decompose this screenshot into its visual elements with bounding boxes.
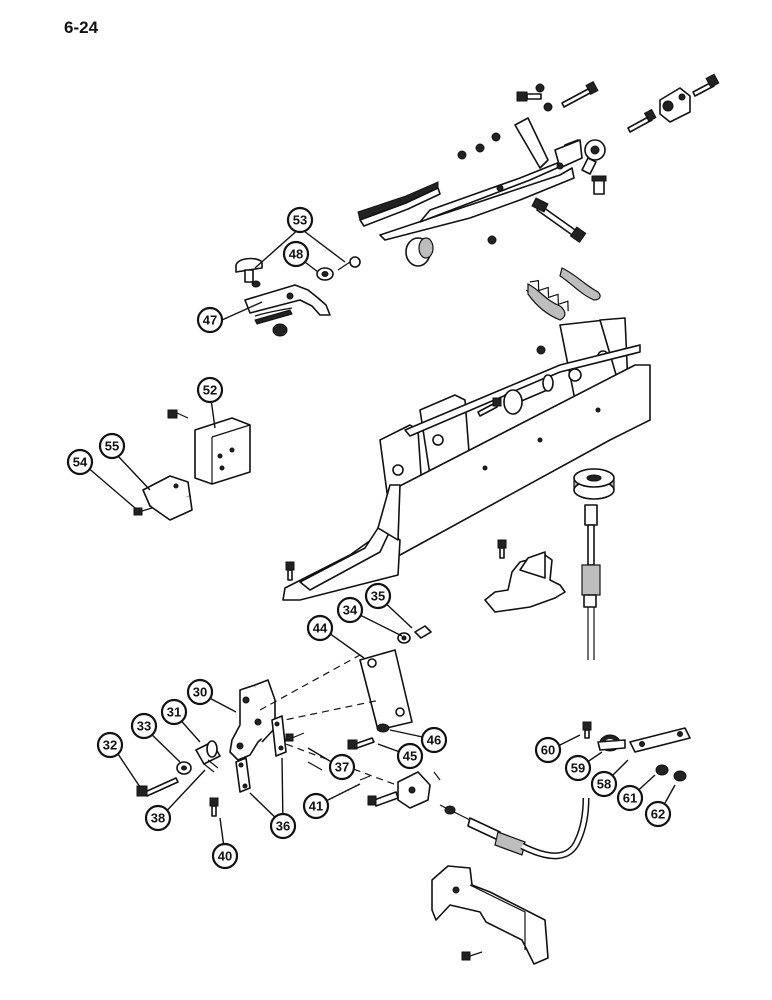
callout-label: 59 (571, 761, 585, 776)
cotter-38 (203, 763, 215, 773)
top-nut-2 (543, 102, 553, 112)
callout-47: 47 (196, 306, 224, 334)
washer-33 (176, 761, 192, 775)
callout-32: 32 (96, 731, 124, 759)
frame-bolt-2 (285, 561, 295, 581)
bolt-32 (136, 777, 179, 797)
assembly-line-2 (274, 699, 381, 723)
lower-cable (433, 771, 590, 860)
pivot-tube (503, 374, 554, 415)
callout-label: 61 (623, 791, 637, 806)
callout-37: 37 (328, 753, 356, 781)
top-bolt-right (561, 81, 599, 108)
callout-label: 58 (597, 777, 611, 792)
callout-label: 62 (651, 807, 665, 822)
callout-label: 48 (289, 247, 303, 262)
return-springs (525, 267, 601, 321)
rubber-bumper (405, 237, 434, 267)
callout-label: 41 (309, 799, 323, 814)
top-nut (535, 83, 545, 93)
callout-label: 45 (403, 749, 417, 764)
lever-30 (229, 679, 276, 761)
callout-label: 55 (105, 439, 119, 454)
callout-55: 55 (98, 432, 126, 460)
callout-label: 40 (218, 849, 232, 864)
callout-58: 58 (590, 770, 618, 798)
callout-30: 30 (186, 678, 214, 706)
callout-54: 54 (66, 448, 94, 476)
callout-31: 31 (160, 698, 188, 726)
callout-61: 61 (616, 784, 644, 812)
callout-label: 37 (335, 760, 349, 775)
main-frame (282, 317, 651, 601)
callout-36: 36 (269, 812, 297, 840)
cable-vertical (581, 504, 601, 660)
callout-44: 44 (306, 614, 334, 642)
cable-mount-bracket (431, 865, 549, 965)
frame-bolt (477, 397, 502, 417)
top-bolt-left (516, 91, 542, 102)
callout-label: 38 (151, 811, 165, 826)
callout-label: 31 (167, 705, 181, 720)
callout-34: 34 (336, 596, 364, 624)
callout-45: 45 (396, 742, 424, 770)
clevis-41 (359, 771, 431, 809)
bolt-45 (347, 723, 390, 750)
callout-label: 60 (541, 743, 555, 758)
callout-48: 48 (282, 240, 310, 268)
bracket-52 (167, 409, 251, 485)
pedal-assembly (357, 73, 720, 355)
callout-label: 53 (293, 213, 307, 228)
bolt-40 (209, 797, 219, 817)
link-36 (235, 715, 287, 793)
callout-40: 40 (211, 842, 239, 870)
pivot-block (627, 73, 720, 133)
callout-label: 35 (371, 589, 385, 604)
callout-label: 52 (203, 383, 217, 398)
callout-35: 35 (364, 582, 392, 610)
callout-label: 30 (193, 685, 207, 700)
nut-62 (673, 770, 687, 782)
clamp-59 (597, 734, 626, 752)
spacer-31 (195, 740, 221, 765)
bolt-37 (285, 732, 305, 742)
plate-58 (629, 727, 691, 753)
callout-53: 53 (286, 206, 314, 234)
page-number: 6-24 (64, 18, 99, 37)
bracket-55 (133, 475, 193, 521)
callout-46: 46 (420, 726, 448, 754)
callout-label: 46 (427, 733, 441, 748)
washer-61 (655, 764, 669, 776)
pedal-pad (357, 181, 441, 227)
callout-label: 33 (137, 719, 151, 734)
bolt-60 (582, 721, 592, 739)
long-bolt (531, 197, 587, 244)
cable-bracket (484, 539, 566, 613)
callout-label: 34 (343, 603, 358, 618)
detent-bracket (235, 256, 361, 337)
callout-label: 36 (276, 819, 290, 834)
callouts: 53 48 47 52 55 54 35 34 44 30 31 33 32 3… (66, 206, 672, 870)
callout-label: 44 (313, 621, 328, 636)
callout-label: 54 (73, 455, 88, 470)
assembly-line-1 (259, 654, 361, 711)
callout-label: 47 (203, 313, 217, 328)
callout-38: 38 (144, 804, 172, 832)
callout-60: 60 (534, 736, 562, 764)
callout-59: 59 (564, 754, 592, 782)
callout-52: 52 (196, 376, 224, 404)
pulley (573, 468, 615, 500)
callout-41: 41 (302, 792, 330, 820)
plate-44 (359, 625, 432, 731)
callout-62: 62 (644, 800, 672, 828)
rod-end (581, 139, 607, 195)
cotter-37 (307, 761, 323, 771)
callout-label: 32 (103, 738, 117, 753)
callout-33: 33 (130, 712, 158, 740)
